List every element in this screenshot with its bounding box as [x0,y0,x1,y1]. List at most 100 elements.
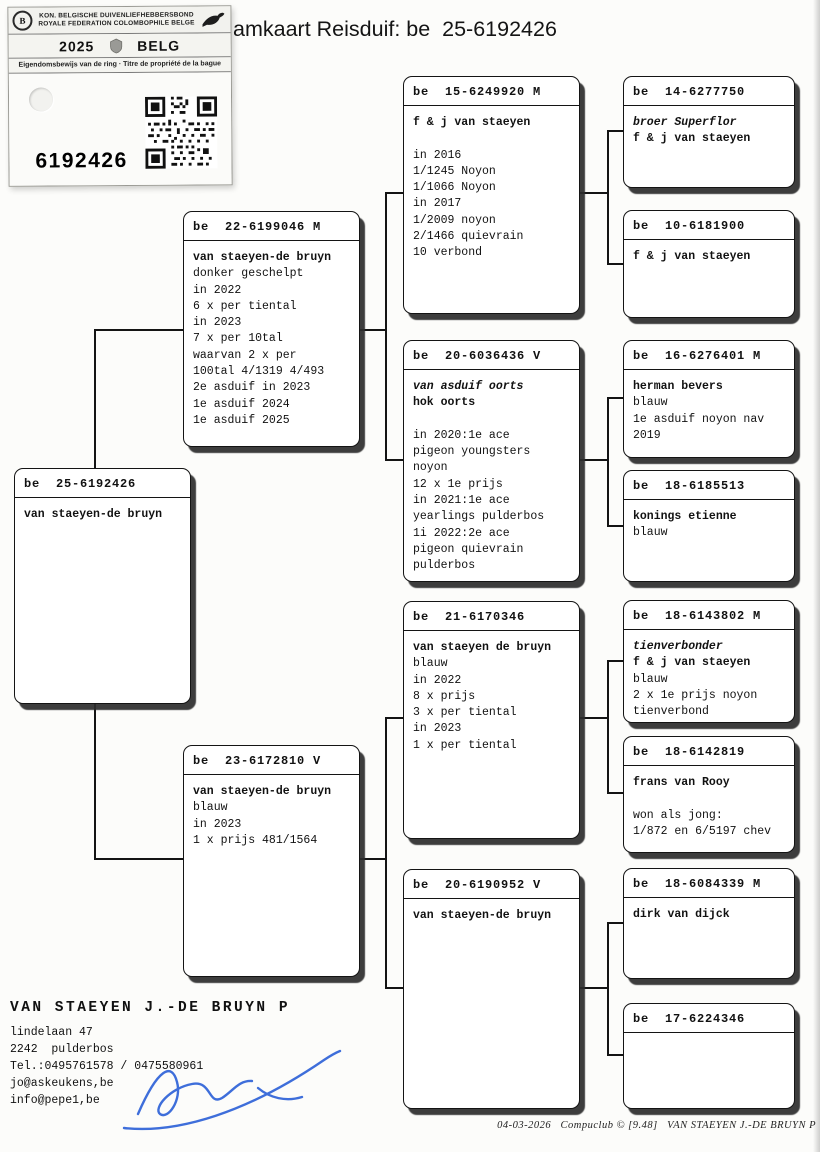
ring-id: be 17-6224346 [624,1004,794,1033]
connector-line [607,922,624,924]
text-line: 1/2009 noyon [413,213,496,227]
text-line: 2e asduif in 2023 [193,381,311,395]
stamp-ownership-line: Eigendomsbewijs van de ring · Titre de p… [8,57,231,74]
ring-id: be 20-6190952 V [404,870,579,899]
text-line: 2019 [633,428,661,442]
text-line: 12 x 1e prijs [413,477,503,491]
connector-line [607,1054,624,1056]
ring-id: be 18-6142819 [624,737,794,766]
text-line: van staeyen-de bruyn [193,785,332,798]
text-line: broer Superflor [633,116,737,129]
ring-ownership-stamp: B KON. BELGISCHE DUIVENLIEFHEBBERSBOND R… [7,5,233,187]
connector-line [607,525,624,527]
owner-name: VAN STAEYEN J.-DE BRUYN P [10,1000,291,1016]
pedigree-details: van staeyen-de bruyn donker geschelpt in 2… [184,241,359,429]
pedigree-details: f & j van staeyen [624,240,794,265]
text-line: blauw [413,657,448,671]
text-line: hok oorts [413,396,476,410]
text-line: in 2020:1e ace [413,428,510,442]
ring-id: be 25-6192426 [15,469,190,498]
text-line: in 2022 [413,673,462,687]
pedigree-details: dirk van dijck [624,898,794,923]
pedigree-box-grandfather-maternal: be 21-6170346 van staeyen de bruyn blauw i… [403,601,580,839]
connector-line [607,660,609,794]
text-line: 1/1066 Noyon [413,181,496,195]
text-line: tienverbond [633,705,709,719]
text-line: in 2023 [193,316,242,330]
text-line: 3 x per tiental [413,706,517,720]
text-line: donker geschelpt [193,267,304,281]
connector-line [607,660,624,662]
text-line: Tel.:0495761578 / 0475580961 [10,1060,204,1073]
ring-id: be 23-6172810 V [184,746,359,775]
text-line: 100tal 4/1319 4/493 [193,365,325,379]
connector-line [385,192,387,461]
ring-id: be 20-6036436 V [404,341,579,370]
seal-letter: B [19,15,26,26]
text-line: 1/1245 Noyon [413,164,496,178]
text-line: blauw [633,672,668,686]
connector-line [578,717,609,719]
ring-number-large: 6192426 [35,148,128,173]
pedigree-box-greatgrandparent-2: be 10-6181900 f & j van staeyen [623,210,795,318]
federation-seal-icon: B [12,10,33,31]
ring-id: be 18-6143802 M [624,601,794,630]
text-line: in 2022 [193,283,242,297]
text-line: 1/872 en 6/5197 chev [633,824,772,838]
connector-line [357,858,387,860]
text-line: van asduif oorts [413,380,524,393]
connector-line [385,717,387,989]
connector-line [385,717,405,719]
text-line: 1e asduif noyon nav [633,412,765,426]
connector-line [94,329,184,331]
page-title: amkaart Reisduif: be 25-6192426 [233,17,557,41]
text-line: blauw [193,801,228,815]
text-line: f & j van staeyen [633,656,751,670]
connector-line [385,459,405,461]
text-line: 1 x prijs 481/1564 [193,833,318,847]
text-line: van staeyen de bruyn [413,641,552,654]
text-line: pulderbos [413,559,476,573]
crest-icon [109,38,122,53]
text-line: 2 x 1e prijs noyon [633,688,758,702]
stamp-year: 2025 [59,37,95,54]
pedigree-box-greatgrandparent-7: be 18-6084339 M dirk van dijck [623,868,795,979]
qr-code [145,96,218,169]
scan-edge-shadow [813,0,820,1152]
connector-line [607,397,609,527]
text-line: waarvan 2 x per [193,348,297,362]
connector-line [578,192,609,194]
text-line [633,791,785,807]
text-line: blauw [633,396,668,410]
ring-id: be 21-6170346 [404,602,579,631]
pedigree-box-grandmother-maternal: be 20-6190952 V van staeyen-de bruyn [403,869,580,1109]
pedigree-details: van staeyen-de bruyn [404,899,579,924]
text-line: frans van Rooy [633,776,730,789]
federation-line-fr: ROYALE FEDERATION COLOMBOPHILE BELGE [38,19,195,28]
connector-line [607,130,624,132]
ring-id: be 16-6276401 M [624,341,794,370]
text-line: in 2023 [193,817,242,831]
ring-id: be 10-6181900 [624,211,794,240]
pedigree-details: van asduif oorts hok oorts in 2020:1e ace… [404,370,579,575]
stamp-country: BELG [137,37,181,54]
pedigree-box-subject: be 25-6192426 van staeyen-de bruyn [14,468,191,704]
punch-hole [28,87,54,112]
connector-line [357,329,387,331]
text-line: van staeyen-de bruyn [193,251,332,264]
text-line: blauw [633,526,668,540]
pedigree-box-greatgrandparent-8: be 17-6224346 [623,1003,795,1109]
text-line: in 2016 [413,148,462,162]
text-line: 2/1466 quievrain [413,230,524,244]
stamp-year-row: 2025 BELG [8,33,231,59]
federation-name: KON. BELGISCHE DUIVENLIEFHEBBERSBOND ROY… [32,11,200,28]
